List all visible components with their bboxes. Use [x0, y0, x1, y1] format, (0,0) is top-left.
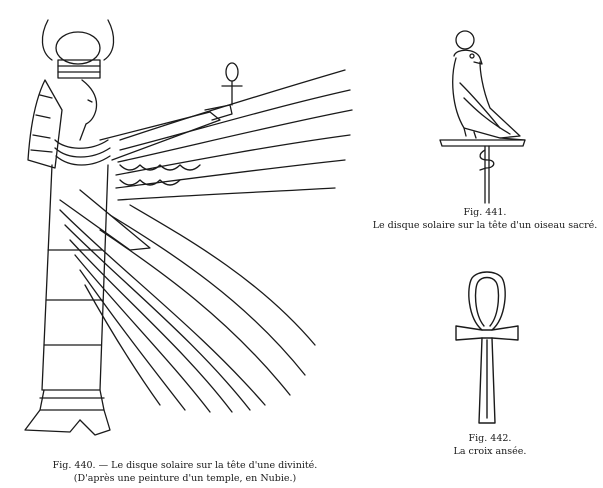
figure-440-number: Fig. 440.	[52, 460, 96, 471]
figure-442-number: Fig. 442.	[468, 433, 512, 444]
figure-440-title: — Le disque solaire sur la tête d'une di…	[98, 460, 318, 471]
falcon-on-perch-illustration	[439, 30, 526, 204]
figure-442-ankh	[452, 268, 522, 428]
ankh-illustration	[455, 271, 519, 424]
figure-441-title: Le disque solaire sur la tête d'un oisea…	[372, 220, 598, 231]
figure-441-falcon	[430, 28, 540, 208]
figure-440-caption-line2: (D'après une peinture d'un temple, en Nu…	[73, 473, 297, 484]
figure-440-winged-goddess	[24, 19, 353, 436]
figure-441-number: Fig. 441.	[463, 207, 507, 218]
figure-442-title: La croix ansée.	[453, 446, 527, 457]
figure-440-caption-line1: Fig. 440. — Le disque solaire sur la têt…	[0, 459, 370, 472]
figure-442-caption: Fig. 442. La croix ansée.	[420, 432, 560, 458]
figure-441-caption: Fig. 441. Le disque solaire sur la tête …	[360, 206, 603, 232]
figure-440-caption: Fig. 440. — Le disque solaire sur la têt…	[0, 459, 370, 485]
winged-goddess-illustration	[24, 19, 353, 436]
